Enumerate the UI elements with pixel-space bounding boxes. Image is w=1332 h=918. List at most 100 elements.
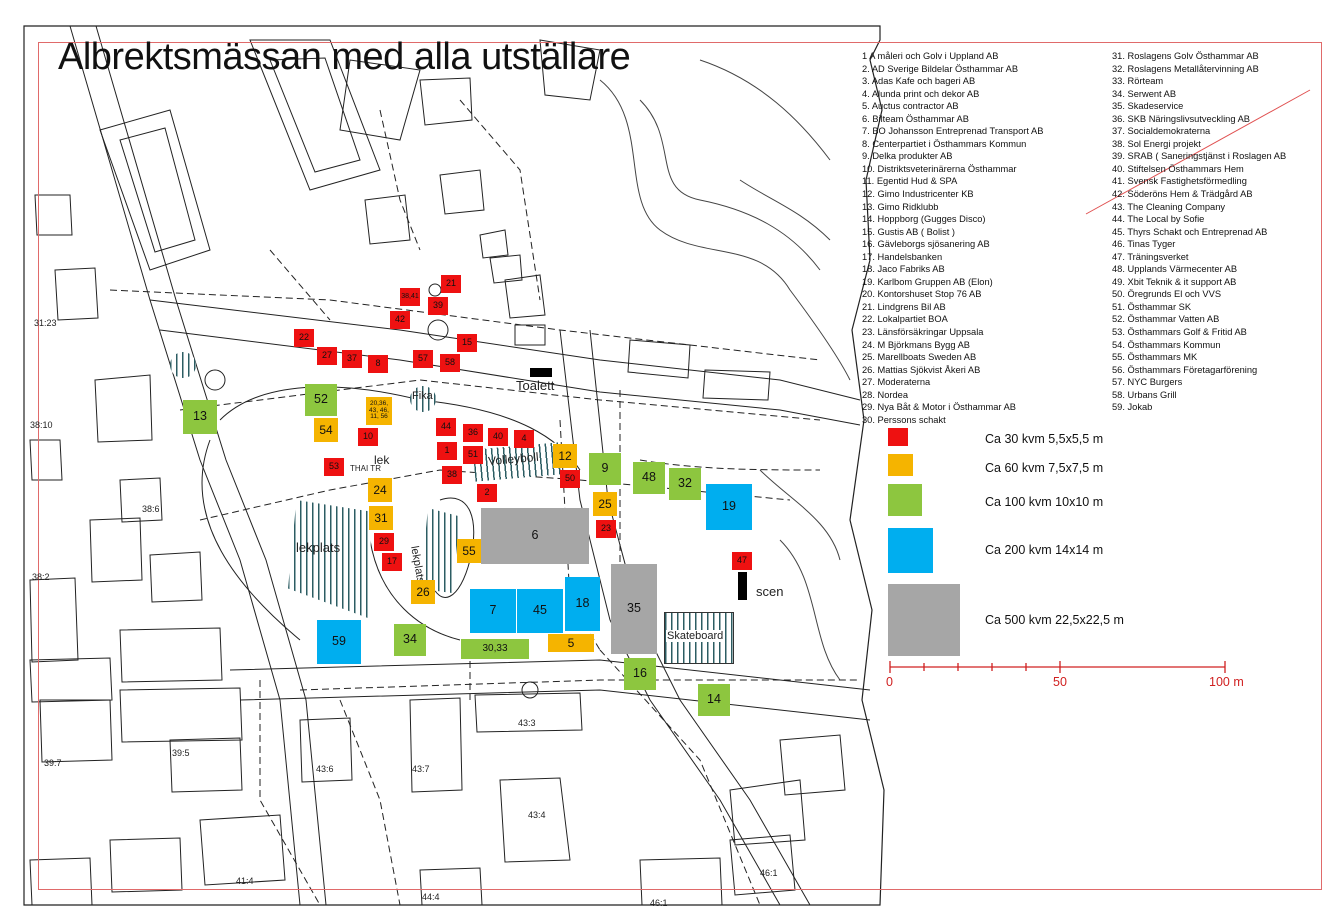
booth-59[interactable]: 59 (317, 620, 361, 664)
booth-1[interactable]: 1 (437, 442, 457, 460)
exhibitor-item: 34. Serwent AB (1112, 88, 1177, 99)
booth-39[interactable]: 39 (428, 297, 448, 315)
thaiter-label: THAI TR (350, 464, 381, 473)
booth-30-33[interactable]: 30,33 (461, 639, 529, 659)
page-frame (38, 42, 1322, 890)
cadastral-label: 31:23 (34, 318, 57, 328)
exhibitor-item: 57. NYC Burgers (1112, 377, 1183, 388)
size-label-30: Ca 30 kvm 5,5x5,5 m (985, 432, 1104, 446)
exhibitor-item: 20. Kontorshuset Stop 76 AB (862, 289, 982, 300)
booth-54[interactable]: 54 (314, 418, 338, 442)
booth-10[interactable]: 10 (358, 428, 378, 446)
size-swatch-60 (888, 454, 913, 476)
booth-23[interactable]: 23 (596, 520, 616, 538)
scale-label-100: 100 m (1209, 675, 1244, 689)
exhibitor-item: 29. Nya Båt & Motor i Östhammar AB (862, 402, 1016, 413)
booth-38-41[interactable]: 38,41 (400, 288, 420, 306)
booth-48[interactable]: 48 (633, 462, 665, 494)
booth-29[interactable]: 29 (374, 533, 394, 551)
booth-24[interactable]: 24 (368, 478, 392, 502)
exhibitor-item: 52. Östhammar Vatten AB (1112, 314, 1220, 325)
exhibitor-item: 38. Sol Energi projekt (1112, 138, 1201, 149)
booth-26[interactable]: 26 (411, 580, 435, 604)
booth-50[interactable]: 50 (560, 470, 580, 488)
exhibitor-item: 30. Perssons schakt (862, 414, 946, 425)
exhibitor-item: 13. Gimo Ridklubb (862, 201, 939, 212)
exhibitor-item: 46. Tinas Tyger (1112, 239, 1176, 250)
booth-40[interactable]: 40 (488, 428, 508, 446)
lek-label: lek (374, 453, 390, 467)
booth-13[interactable]: 13 (183, 400, 217, 434)
scen-label: scen (756, 584, 784, 599)
booth-52[interactable]: 52 (305, 384, 337, 416)
cadastral-label: 39:7 (44, 758, 62, 768)
fountain-left (170, 352, 196, 378)
booth-12[interactable]: 12 (553, 444, 577, 468)
booth-36[interactable]: 36 (463, 424, 483, 442)
booth-19[interactable]: 19 (706, 484, 752, 530)
booth-31[interactable]: 31 (369, 506, 393, 530)
exhibitor-item: 43. The Cleaning Company (1112, 201, 1226, 212)
exhibitor-item: 49. Xbit Teknik & it support AB (1112, 276, 1237, 287)
scale-label-50: 50 (1053, 675, 1067, 689)
booth-58[interactable]: 58 (440, 354, 460, 372)
exhibitor-item: 56. Östhammars Företagarförening (1112, 364, 1258, 375)
cadastral-label: 44:4 (422, 892, 440, 902)
exhibitor-item: 33. Rörteam (1112, 76, 1164, 87)
exhibitor-item: 7. BO Johansson Entreprenad Transport AB (862, 126, 1044, 137)
booth-14[interactable]: 14 (698, 684, 730, 716)
booth-21[interactable]: 21 (441, 275, 461, 293)
exhibitor-item: 1 A måleri och Golv i Uppland AB (862, 51, 999, 61)
exhibitor-item: 6. Bilteam Östhammar AB (862, 113, 969, 124)
booth-53[interactable]: 53 (324, 458, 344, 476)
exhibitor-item: 9. Delka produkter AB (862, 151, 953, 162)
exhibitor-item: 48. Upplands Värmecenter AB (1112, 264, 1238, 275)
exhibitor-item: 14. Hoppborg (Gugges Disco) (862, 214, 986, 225)
booth-38[interactable]: 38 (442, 466, 462, 484)
exhibitor-item: 36. SKB Näringslivsutveckling AB (1112, 113, 1250, 124)
booth-9[interactable]: 9 (589, 453, 621, 485)
cadastral-label: 43:3 (518, 718, 536, 728)
booth-8[interactable]: 8 (368, 355, 388, 373)
booth-15[interactable]: 15 (457, 334, 477, 352)
exhibitor-item: 42. Söderöns Hem & Trädgård AB (1112, 189, 1253, 200)
size-swatch-200 (888, 528, 933, 573)
booth-multi[interactable]: 20,36, 43, 46, 11, 56 (366, 397, 392, 425)
exhibitor-item: 24. M Björkmans Bygg AB (862, 339, 970, 350)
booth-45[interactable]: 45 (517, 589, 563, 633)
booth-37[interactable]: 37 (342, 350, 362, 368)
booth-2[interactable]: 2 (477, 484, 497, 502)
exhibitor-item: 23. Länsförsäkringar Uppsala (862, 327, 984, 338)
exhibitor-item: 19. Karlbom Gruppen AB (Elon) (862, 276, 993, 287)
exhibitor-item: 11. Egentid Hud & SPA (862, 176, 958, 187)
booth-47[interactable]: 47 (732, 552, 752, 570)
booth-55[interactable]: 55 (457, 539, 481, 563)
exhibitor-item: 51. Östhammar SK (1112, 301, 1192, 312)
booth-34[interactable]: 34 (394, 624, 426, 656)
scen-marker (738, 572, 747, 600)
exhibitor-item: 17. Handelsbanken (862, 251, 943, 262)
fika-area (410, 386, 436, 412)
exhibitor-item: 53. Östhammars Golf & Fritid AB (1112, 327, 1247, 338)
booth-51[interactable]: 51 (463, 446, 483, 464)
size-label-100: Ca 100 kvm 10x10 m (985, 495, 1104, 509)
booth-18[interactable]: 18 (565, 577, 600, 631)
booth-4[interactable]: 4 (514, 430, 534, 448)
booth-6[interactable]: 6 (481, 508, 589, 564)
booth-27[interactable]: 27 (317, 347, 337, 365)
booth-7[interactable]: 7 (470, 589, 516, 633)
booth-22[interactable]: 22 (294, 329, 314, 347)
exhibitor-item: 45. Thyrs Schakt och Entreprenad AB (1112, 226, 1268, 237)
booth-35[interactable]: 35 (611, 564, 657, 654)
booth-17[interactable]: 17 (382, 553, 402, 571)
toalett-marker (530, 368, 552, 377)
booth-5[interactable]: 5 (548, 634, 594, 652)
fika-label: Fika (412, 390, 433, 402)
booth-42[interactable]: 42 (390, 311, 410, 329)
booth-32[interactable]: 32 (669, 468, 701, 500)
cadastral-label: 38:2 (32, 572, 50, 582)
booth-44[interactable]: 44 (436, 418, 456, 436)
booth-57[interactable]: 57 (413, 350, 433, 368)
booth-25[interactable]: 25 (593, 492, 617, 516)
booth-16[interactable]: 16 (624, 658, 656, 690)
